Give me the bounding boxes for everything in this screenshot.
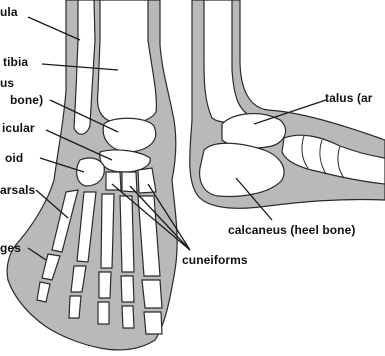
cuneiform-bone-1 [106,172,121,190]
calcaneus-label: calcaneus (heel bone) [228,224,355,237]
tibia-label: tibia [3,56,28,69]
navicular-label: icular [2,122,35,135]
talus-label-sub: bone) [10,94,43,107]
metatarsals-label: arsals [0,184,35,197]
tibia-bone [98,0,157,124]
cuneiforms-label: cuneiforms [182,254,248,267]
cuboid-label: oid [5,152,23,165]
cuneiform-bone-2 [122,172,137,192]
talus-label-partial: us [0,77,14,90]
talus-side-label: talus (ar [325,92,373,105]
talus-bone [103,118,156,152]
phalanges-label: ges [0,242,21,255]
fibula-label: ula [0,6,18,19]
